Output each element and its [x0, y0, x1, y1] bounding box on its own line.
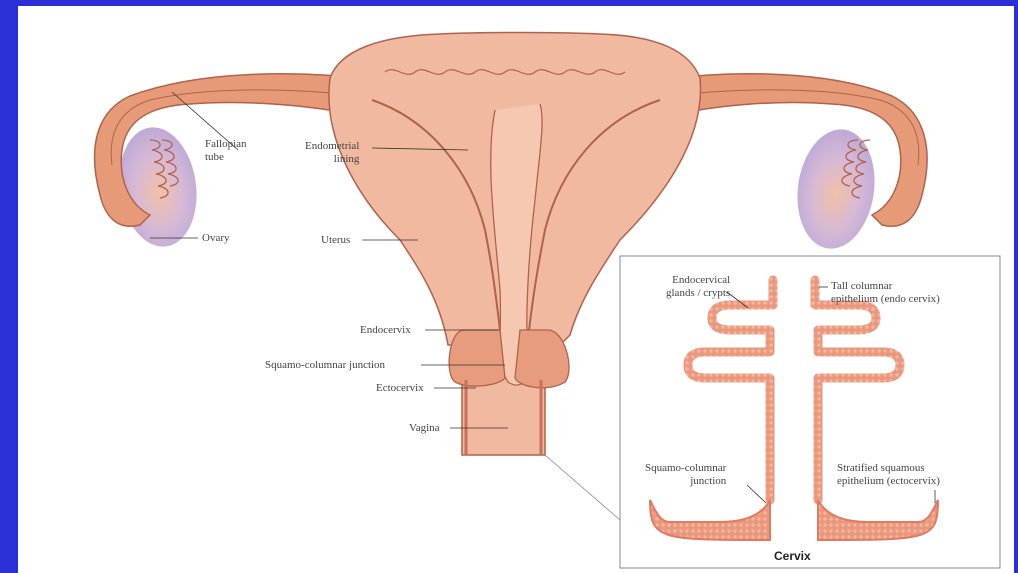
inset-title: Cervix	[774, 549, 811, 563]
label-endocervix: Endocervix	[360, 324, 411, 337]
right-ovary	[790, 124, 882, 253]
label-uterus: Uterus	[321, 234, 350, 247]
label-ovary: Ovary	[202, 232, 230, 245]
cervix-right-lip	[515, 330, 569, 388]
label-vagina: Vagina	[409, 422, 440, 435]
cervix-left-lip	[449, 330, 505, 386]
label-ectocervix: Ectocervix	[376, 382, 424, 395]
label-squamo-columnar-junction: Squamo-columnar junction	[265, 359, 385, 372]
